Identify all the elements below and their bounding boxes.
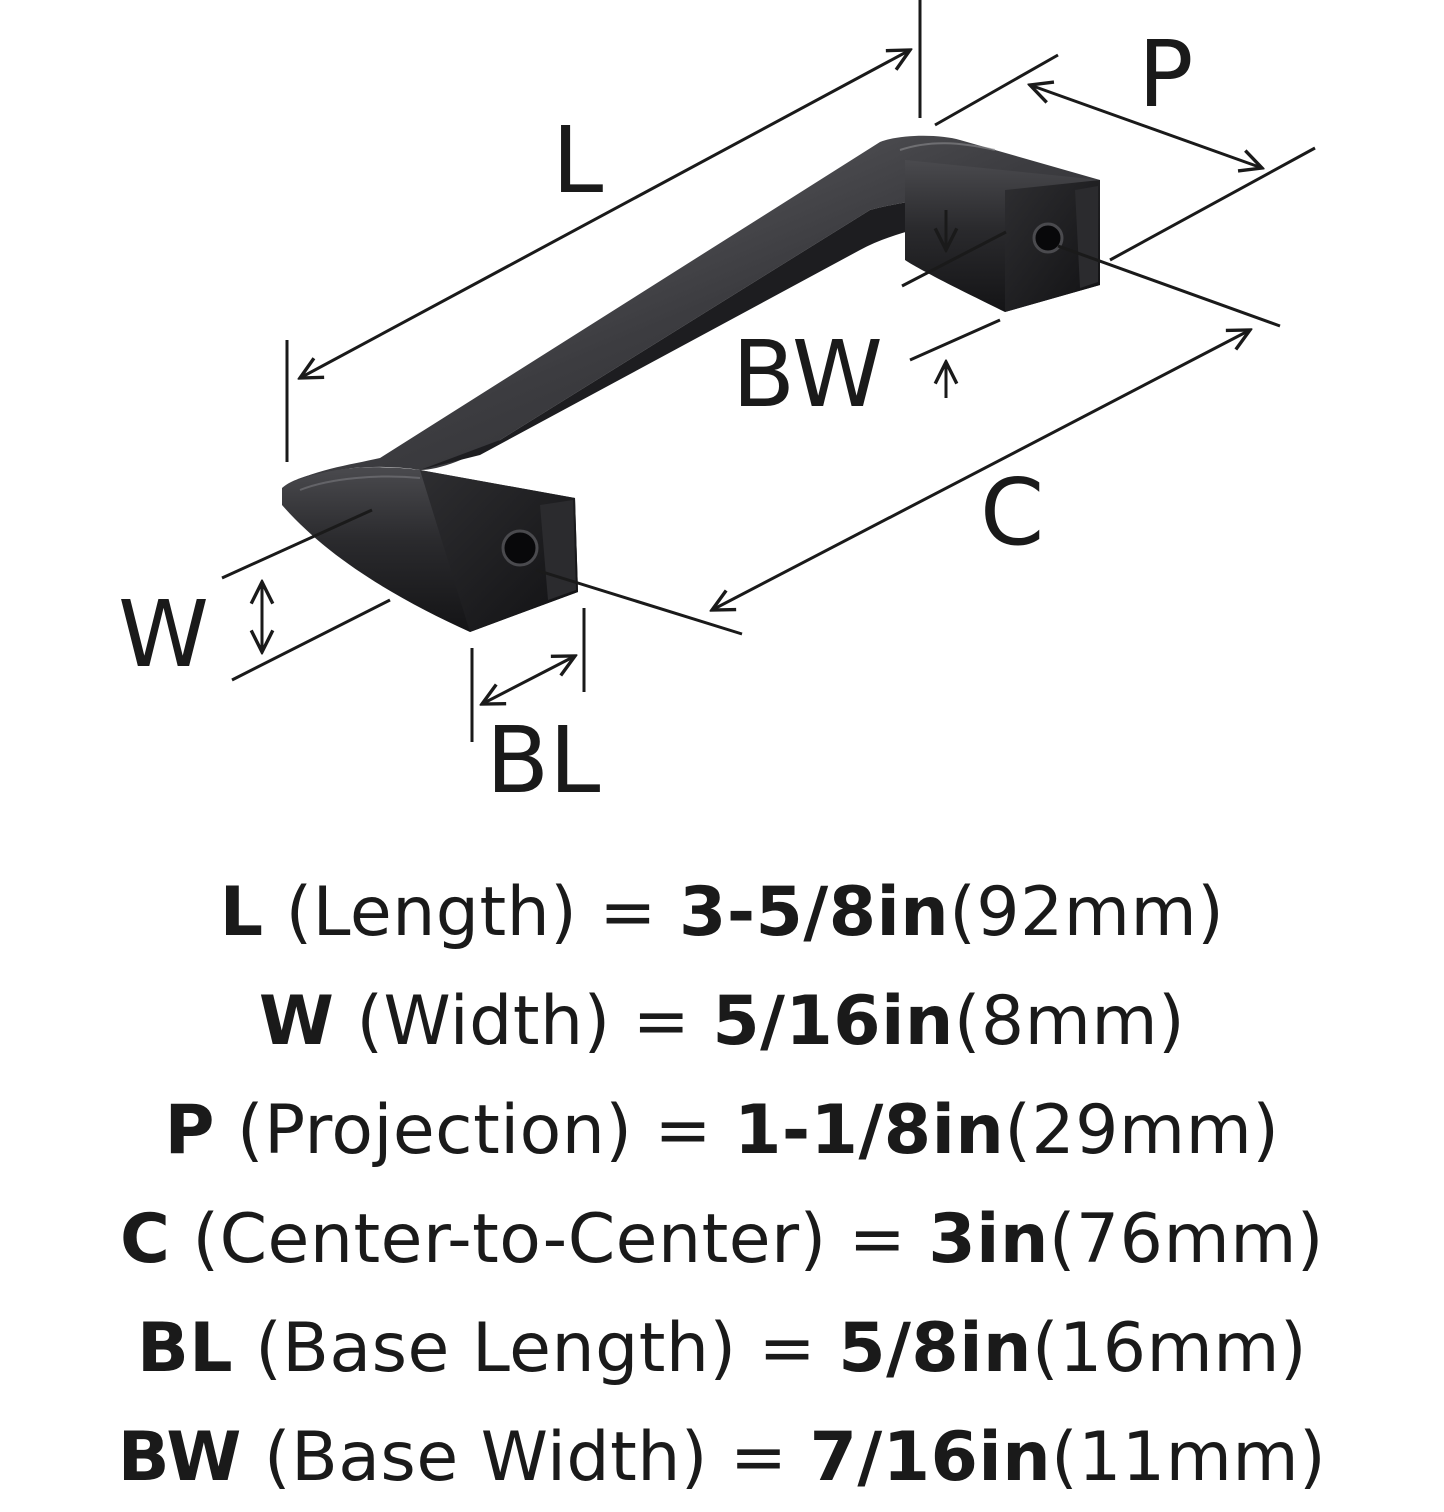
left-foot-end-face	[420, 470, 578, 632]
spec-description: (Length)	[285, 873, 578, 952]
dimension-label-BL: BL	[486, 707, 600, 814]
spec-metric: (92mm)	[949, 873, 1225, 952]
spec-metric: (11mm)	[1051, 1418, 1327, 1497]
dimension-arrow-C	[712, 330, 1250, 610]
spec-row-width: W (Width) = 5/16in(8mm)	[0, 967, 1444, 1076]
spec-description: (Projection)	[237, 1091, 633, 1170]
dimension-lines	[221, 0, 1316, 742]
spec-equals: =	[758, 1309, 817, 1388]
left-screw-hole	[501, 529, 539, 567]
pull-handle-dimension-diagram: L P BW C W BL	[118, 0, 1316, 814]
dimension-arrow-L	[300, 50, 910, 378]
spec-description: (Base Length)	[255, 1309, 737, 1388]
dimension-arrow-P	[1030, 85, 1262, 168]
dimension-label-BW: BW	[732, 321, 883, 428]
spec-metric: (8mm)	[953, 982, 1186, 1061]
dimension-label-P: P	[1138, 21, 1193, 128]
spec-imperial: 5/16in	[712, 982, 954, 1061]
spec-code: W	[258, 982, 335, 1061]
spec-row-projection: P (Projection) = 1-1/8in(29mm)	[0, 1076, 1444, 1185]
spec-imperial: 3in	[928, 1200, 1049, 1279]
spec-equals: =	[632, 982, 691, 1061]
spec-imperial: 1-1/8in	[734, 1091, 1005, 1170]
right-foot-recess	[1075, 186, 1098, 288]
spec-imperial: 3-5/8in	[679, 873, 950, 952]
spec-row-base-length: BL (Base Length) = 5/8in(16mm)	[0, 1294, 1444, 1403]
spec-equals: =	[654, 1091, 712, 1170]
spec-equals: =	[599, 873, 657, 952]
dimension-arrow-BL	[482, 656, 575, 704]
spec-row-length: L (Length) = 3-5/8in(92mm)	[0, 858, 1444, 967]
dimension-label-L: L	[552, 107, 603, 214]
spec-metric: (16mm)	[1031, 1309, 1308, 1388]
spec-equals: =	[848, 1200, 907, 1279]
spec-description: (Center-to-Center)	[192, 1200, 827, 1279]
spec-code: P	[164, 1091, 215, 1170]
spec-code: BW	[117, 1418, 242, 1497]
pull-handle	[282, 135, 1100, 632]
spec-description: (Width)	[356, 982, 611, 1061]
spec-metric: (29mm)	[1004, 1091, 1280, 1170]
spec-imperial: 5/8in	[838, 1309, 1032, 1388]
spec-code: L	[219, 873, 264, 952]
dimension-label-W: W	[118, 581, 209, 688]
spec-equals: =	[730, 1418, 788, 1497]
dimension-label-C: C	[980, 459, 1044, 566]
spec-metric: (76mm)	[1048, 1200, 1324, 1279]
spec-code: BL	[136, 1309, 234, 1388]
spec-imperial: 7/16in	[809, 1418, 1052, 1497]
spec-row-base-width: BW (Base Width) = 7/16in(11mm)	[0, 1403, 1444, 1512]
right-screw-hole	[1032, 222, 1064, 254]
handle-bar-underside	[420, 190, 1005, 470]
specification-list: L (Length) = 3-5/8in(92mm) W (Width) = 5…	[0, 858, 1444, 1512]
spec-description: (Base Width)	[264, 1418, 708, 1497]
spec-row-center-to-center: C (Center-to-Center) = 3in(76mm)	[0, 1185, 1444, 1294]
spec-code: C	[120, 1200, 171, 1279]
